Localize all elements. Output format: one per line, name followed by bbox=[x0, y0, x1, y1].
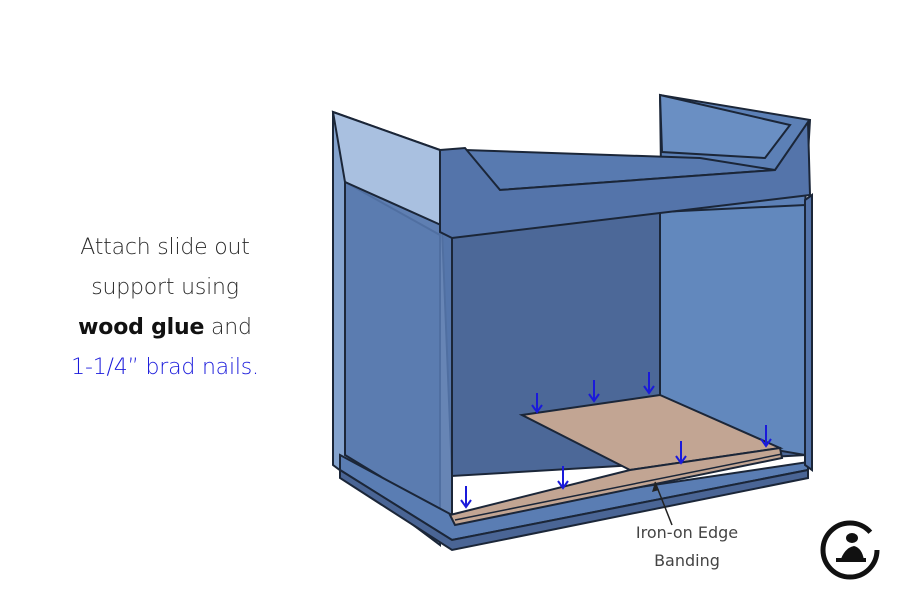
slide-out-support-front bbox=[448, 446, 784, 527]
instruction-line-2: support using bbox=[91, 275, 239, 300]
callout-arrowhead bbox=[652, 482, 659, 492]
instruction-line-3: wood glue and bbox=[40, 308, 290, 348]
nail-arrow bbox=[643, 372, 655, 395]
edge-banding-callout: Iron-on Edge Banding bbox=[612, 519, 762, 575]
callout-line-2: Banding bbox=[654, 551, 720, 570]
base-plinth bbox=[339, 468, 809, 552]
brad-nails-highlight: 1-1/4” brad nails. bbox=[71, 355, 259, 380]
nail-arrow bbox=[531, 393, 543, 414]
instruction-line-3-rest: and bbox=[204, 315, 252, 340]
nail-arrow bbox=[760, 425, 772, 448]
edge-banding-line bbox=[454, 453, 783, 521]
callout-line-1: Iron-on Edge bbox=[635, 523, 739, 542]
nail-arrows bbox=[460, 372, 772, 509]
woodworker-logo-icon bbox=[820, 520, 880, 580]
nail-arrow bbox=[557, 466, 569, 490]
wood-glue-highlight: wood glue bbox=[78, 315, 205, 340]
right-panel-edge bbox=[804, 193, 813, 472]
instruction-text: Attach slide out support using wood glue… bbox=[40, 228, 290, 388]
nail-arrow bbox=[675, 441, 687, 465]
top-back-rail bbox=[658, 93, 792, 160]
instruction-line-1: Attach slide out bbox=[80, 235, 250, 260]
nail-arrow bbox=[588, 380, 600, 403]
nail-arrow bbox=[460, 486, 472, 509]
top-front-rail bbox=[439, 118, 812, 240]
